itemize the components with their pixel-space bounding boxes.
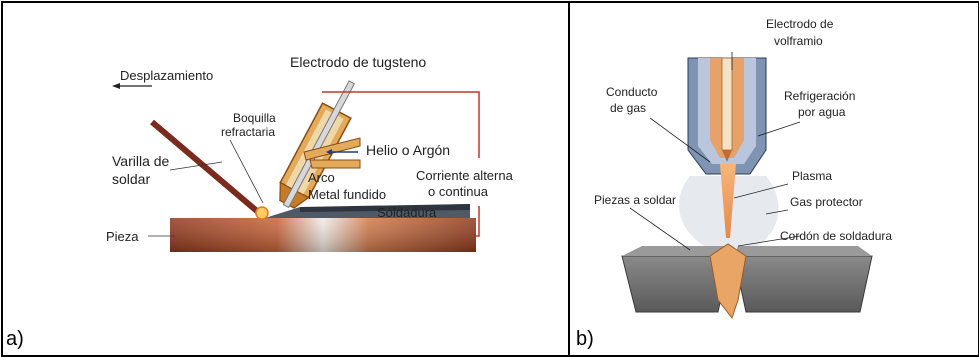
label-gas-duct-1: Conducto — [606, 85, 658, 99]
filler-rod — [150, 119, 260, 215]
label-current-1: Corriente alterna — [416, 168, 514, 183]
label-cooling-1: Refrigeración — [784, 89, 855, 103]
arc-glow — [255, 206, 269, 220]
label-pieces: Piezas a soldar — [594, 193, 676, 207]
label-displacement: Desplazamiento — [120, 68, 213, 83]
workpiece-right — [733, 255, 873, 313]
label-nozzle-1: Boquilla — [233, 111, 276, 125]
panel-a-label: a) — [6, 328, 24, 350]
label-molten: Metal fundido — [308, 187, 386, 202]
circuit-wire — [322, 91, 480, 158]
label-weld: Soldadura — [377, 205, 437, 220]
weld-bead-b — [709, 243, 747, 320]
label-electrode-b-2: volframio — [774, 34, 823, 48]
label-gas: Helio o Argón — [366, 142, 450, 158]
label-shield-gas: Gas protector — [790, 195, 863, 209]
label-gas-duct-2: de gas — [610, 101, 646, 115]
label-piece: Pieza — [106, 229, 139, 244]
panel-b-label: b) — [576, 328, 594, 350]
label-bead: Cordón de soldadura — [780, 229, 892, 243]
label-rod-1: Varilla de — [112, 153, 170, 169]
label-nozzle-2: refractaria — [221, 125, 275, 139]
panel-b-diagram: Electrodo de volframio Conducto de gas R… — [594, 17, 892, 320]
label-current-2: o continua — [428, 184, 489, 199]
panel-divider — [568, 1, 570, 355]
plasma-jet — [720, 164, 736, 238]
label-arc: Arco — [308, 170, 335, 185]
label-rod-2: soldar — [112, 171, 150, 187]
panel-a-diagram: Desplazamiento Electrodo de tugsteno Boq… — [106, 54, 514, 252]
label-electrode-b-1: Electrodo de — [766, 17, 834, 31]
label-electrode: Electrodo de tugsteno — [290, 54, 426, 70]
tungsten-electrode — [721, 57, 733, 151]
displacement-arrow — [112, 83, 120, 89]
label-cooling-2: por agua — [798, 105, 846, 119]
label-plasma: Plasma — [792, 169, 832, 183]
